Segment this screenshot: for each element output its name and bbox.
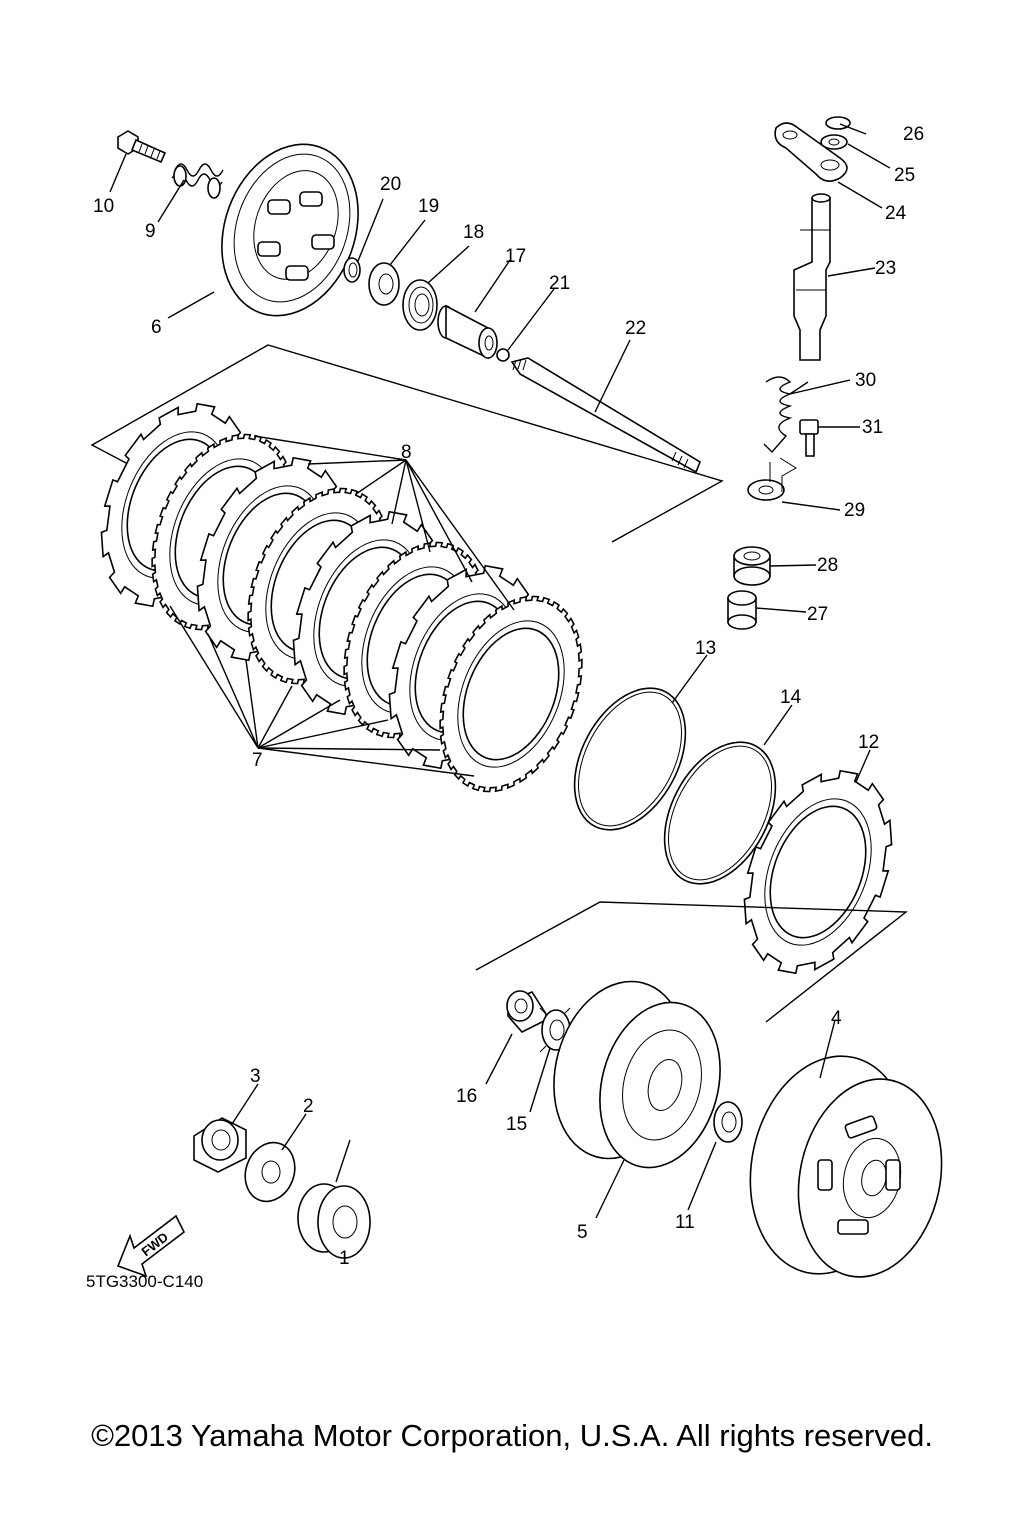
part-2-plate: [244, 1141, 296, 1203]
label-part-18: 18: [463, 222, 484, 243]
fwd-arrow-icon: FWD: [116, 1214, 186, 1278]
part-18-bearing: [402, 279, 438, 331]
label-part-1: 1: [339, 1248, 350, 1269]
label-part-7: 7: [252, 750, 263, 771]
part-28-bearing: [733, 546, 771, 586]
label-part-19: 19: [418, 196, 439, 217]
part-23-shift-shaft: [793, 193, 831, 361]
plate-stack-bracket: [90, 344, 724, 543]
label-part-8: 8: [401, 442, 412, 463]
part-10-bolt: [117, 130, 167, 164]
label-part-25: 25: [894, 165, 915, 186]
part-30-spring: [763, 376, 809, 454]
part-25-washer: [820, 134, 848, 150]
part-27-collar: [727, 590, 757, 630]
part-5-clutch-boss: [553, 980, 721, 1169]
part-21-ball: [496, 348, 510, 362]
part-22-long-rod: [510, 357, 701, 474]
label-part-13: 13: [695, 638, 716, 659]
label-part-22: 22: [625, 318, 646, 339]
copyright-notice: ©2013 Yamaha Motor Corporation, U.S.A. A…: [91, 1418, 933, 1453]
label-part-29: 29: [844, 500, 865, 521]
label-part-15: 15: [506, 1114, 527, 1135]
leader-lines: [109, 123, 891, 1219]
label-part-26: 26: [903, 124, 924, 145]
label-part-16: 16: [456, 1086, 477, 1107]
part-13-o-ring: [573, 687, 687, 831]
label-part-11: 11: [675, 1212, 695, 1233]
part-24-lever: [774, 122, 848, 182]
label-part-20: 20: [380, 174, 401, 195]
leader-lines-7-8: [169, 435, 515, 777]
label-part-27: 27: [807, 604, 828, 625]
part-3-collar: [193, 1117, 247, 1173]
part-29-plate: [747, 457, 797, 501]
part-19-washer: [368, 262, 400, 306]
label-part-23: 23: [875, 258, 896, 279]
part-20-circlip: [343, 257, 361, 283]
label-part-3: 3: [250, 1066, 261, 1087]
label-part-30: 30: [855, 370, 876, 391]
part-14-o-ring: [663, 741, 777, 885]
label-part-17: 17: [505, 246, 526, 267]
label-part-21: 21: [549, 273, 570, 294]
label-part-4: 4: [831, 1008, 842, 1029]
part-7-8-plate-stack: [100, 402, 583, 793]
label-part-31: 31: [862, 417, 883, 438]
part-31-bolt: [799, 419, 819, 457]
part-11-thrust-washer: [713, 1101, 743, 1143]
label-part-9: 9: [145, 221, 156, 242]
part-17-push-rod: [437, 304, 498, 360]
clutch-plate-8: [439, 595, 583, 793]
part-12-friction-plate: [743, 769, 893, 975]
label-part-12: 12: [858, 732, 879, 753]
part-4-clutch-housing: [749, 1055, 943, 1278]
label-part-5: 5: [577, 1222, 588, 1243]
label-part-2: 2: [303, 1096, 314, 1117]
part-16-nut: [506, 990, 547, 1033]
label-part-24: 24: [885, 203, 907, 224]
part-9-spring: [171, 163, 224, 199]
label-part-28: 28: [817, 555, 838, 576]
friction-plate-12: [743, 769, 893, 975]
hub-group-bracket: [475, 901, 908, 1023]
drawing-code: 5TG3300-C140: [86, 1272, 204, 1291]
label-part-6: 6: [151, 317, 162, 338]
label-part-10: 10: [93, 196, 114, 217]
part-1-primary-gear: [297, 1183, 371, 1259]
part-6-pressure-plate: [221, 143, 359, 317]
label-part-14: 14: [780, 687, 802, 708]
